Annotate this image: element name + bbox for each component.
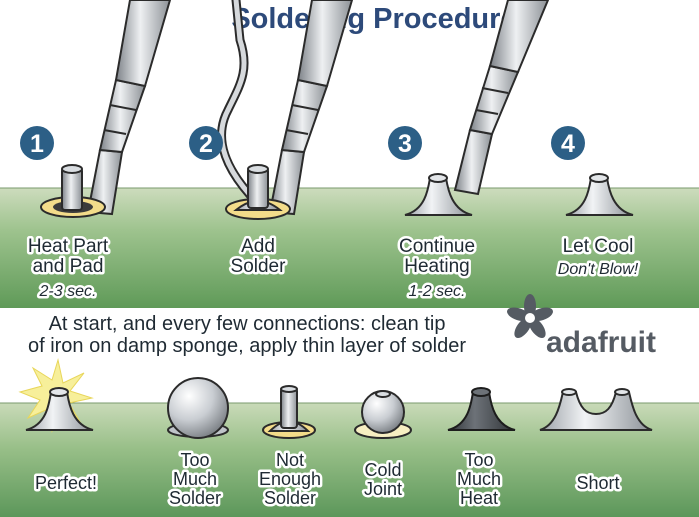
result-label-too-much-heat-line1: Too (464, 450, 493, 470)
step-3-badge (388, 126, 422, 160)
result-too-much-heat (447, 387, 516, 431)
result-label-too-much-solder-line3: Solder (169, 488, 221, 508)
soldering-iron-icon (453, 0, 550, 196)
result-perfect (18, 358, 94, 433)
step-4: 4 Let Cool Don't Blow! (551, 126, 641, 281)
result-label-short: Short (576, 473, 619, 493)
step-2-badge (189, 126, 223, 160)
adafruit-logo-text: adafruit (546, 326, 656, 359)
step-3: 3 Continue Heating 1-2 sec. (388, 0, 550, 303)
result-label-too-much-heat-line3: Heat (460, 488, 498, 508)
step-4-number: 4 (561, 130, 575, 158)
step-3-timing: 1-2 sec. (409, 283, 466, 300)
solder-blob (167, 377, 229, 439)
result-label-not-enough-solder-line1: Not (276, 450, 304, 470)
result-short (539, 388, 653, 431)
step-1-label-line1: Heat Part (28, 236, 109, 257)
result-label-perfect: Perfect! (35, 473, 97, 493)
page-title: Soldering Procedures (231, 3, 532, 35)
soldering-iron-icon (268, 0, 354, 216)
result-label-not-enough-solder-line3: Solder (264, 488, 316, 508)
adafruit-flower-icon (507, 294, 553, 339)
result-label-too-much-solder-line1: Too (180, 450, 209, 470)
result-too-much-solder (167, 377, 229, 439)
step-2-label-line1: Add (241, 236, 275, 257)
result-label-too-much-heat-line2: Much (457, 469, 501, 489)
solder-bridge (539, 391, 653, 431)
step-1-badge (20, 126, 54, 160)
step-3-label-line1: Continue (399, 236, 475, 257)
step-1-number: 1 (30, 130, 44, 158)
result-label-not-enough-solder-line2: Enough (259, 469, 321, 489)
result-cold-joint (354, 390, 412, 439)
result-not-enough-solder (262, 385, 316, 439)
tip-note-line1: At start, and every few connections: cle… (49, 313, 446, 335)
result-label-cold-joint-line1: Cold (364, 460, 401, 480)
tip-note-line2: of iron on damp sponge, apply thin layer… (28, 335, 466, 357)
step-3-label-line2: Heating (404, 256, 470, 277)
result-label-too-much-solder-line2: Much (173, 469, 217, 489)
soldering-iron-icon (86, 0, 172, 216)
step-2-label-line2: Solder (231, 256, 287, 277)
component-lead (61, 167, 83, 211)
step-2-number: 2 (199, 130, 213, 158)
step-4-note: Don't Blow! (558, 261, 639, 278)
step-2: 2 Add Solder (189, 0, 354, 280)
step-4-badge (551, 126, 585, 160)
step-1-timing: 2-3 sec. (39, 283, 97, 300)
step-4-label-line1: Let Cool (563, 236, 634, 257)
step-3-number: 3 (398, 130, 412, 158)
step-1: 1 Heat Part and Pad 2-3 sec. (20, 0, 172, 303)
result-label-cold-joint-line2: Joint (364, 479, 402, 499)
step-1-label-line2: and Pad (33, 256, 104, 277)
